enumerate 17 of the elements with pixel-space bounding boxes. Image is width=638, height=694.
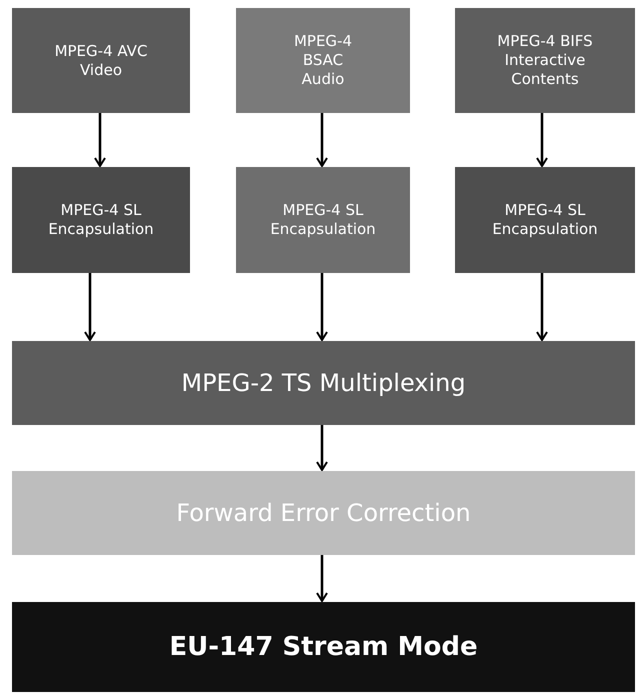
arrow — [536, 273, 548, 341]
arrow — [316, 113, 328, 167]
arrow — [316, 425, 328, 471]
process-box: Forward Error Correction — [12, 471, 635, 555]
arrow — [84, 273, 96, 341]
process-box: MPEG-4 AVC Video — [12, 8, 190, 113]
arrow — [316, 555, 328, 602]
process-box: MPEG-4 SL Encapsulation — [455, 167, 635, 273]
process-box: MPEG-4 BSAC Audio — [236, 8, 410, 113]
arrow — [94, 113, 106, 167]
arrow — [316, 273, 328, 341]
process-box: MPEG-4 SL Encapsulation — [12, 167, 190, 273]
process-box: EU-147 Stream Mode — [12, 602, 635, 692]
arrow — [536, 113, 548, 167]
process-box: MPEG-4 SL Encapsulation — [236, 167, 410, 273]
process-box: MPEG-4 BIFS Interactive Contents — [455, 8, 635, 113]
process-box: MPEG-2 TS Multiplexing — [12, 341, 635, 425]
